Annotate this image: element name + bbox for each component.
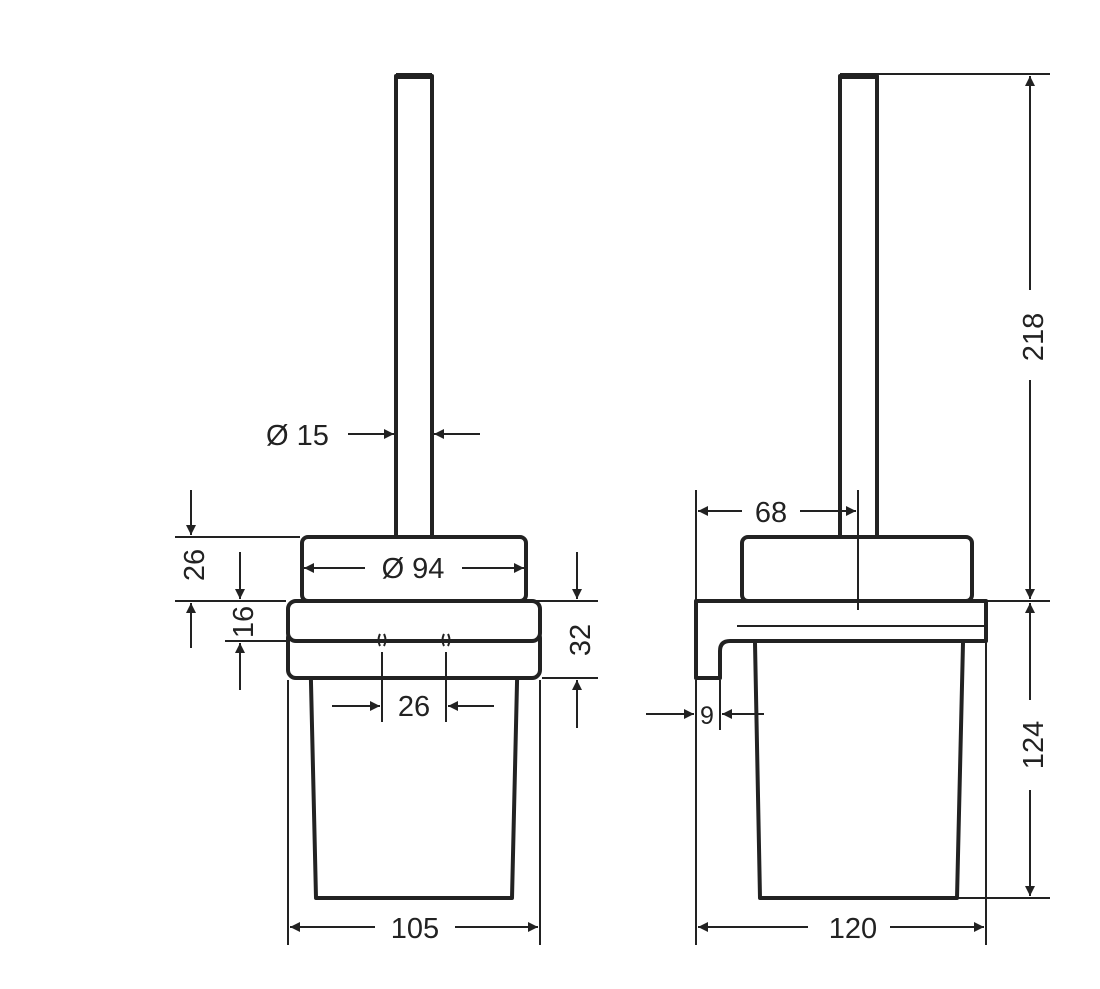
dim-hole-spacing: 26	[332, 652, 494, 723]
dim-lid-diameter: Ø 94	[304, 553, 524, 585]
dim-lower-height: 124	[958, 603, 1050, 899]
dim-holder-height: 32	[528, 552, 598, 728]
side-handle	[838, 74, 879, 539]
hole-spacing-label: 26	[398, 691, 430, 723]
dim-lid-height: 26	[175, 490, 300, 648]
upper-height-label: 218	[1018, 313, 1050, 361]
front-cup	[308, 639, 520, 900]
dim-front-width: 105	[287, 680, 541, 945]
lid-height-label: 26	[179, 549, 211, 581]
side-view: 218 124 68 9	[646, 73, 1050, 945]
side-holder-arm	[694, 599, 988, 680]
wall-plate-label: 9	[700, 702, 714, 730]
offset-label: 68	[755, 497, 787, 529]
dim-rim-height: 16	[225, 552, 286, 690]
dim-upper-height: 218	[877, 73, 1050, 602]
lower-height-label: 124	[1018, 721, 1050, 769]
front-view: Ø 15 Ø 94 26 16 32	[175, 73, 598, 945]
dim-wall-plate: 9	[646, 680, 764, 730]
side-cup	[753, 642, 965, 900]
dim-handle-diameter: Ø 15	[266, 420, 480, 452]
lid-diameter-label: Ø 94	[382, 553, 445, 585]
handle-diameter-label: Ø 15	[266, 420, 329, 452]
holder-height-label: 32	[565, 624, 597, 656]
front-hole-left	[377, 633, 387, 647]
front-width-label: 105	[391, 913, 439, 945]
side-depth-label: 120	[829, 913, 877, 945]
front-hole-right	[441, 633, 451, 647]
dim-side-depth: 120	[695, 641, 987, 945]
rim-height-label: 16	[228, 606, 260, 638]
front-handle	[394, 74, 434, 539]
front-holder-bar	[286, 599, 542, 643]
dim-offset: 68	[695, 490, 859, 610]
